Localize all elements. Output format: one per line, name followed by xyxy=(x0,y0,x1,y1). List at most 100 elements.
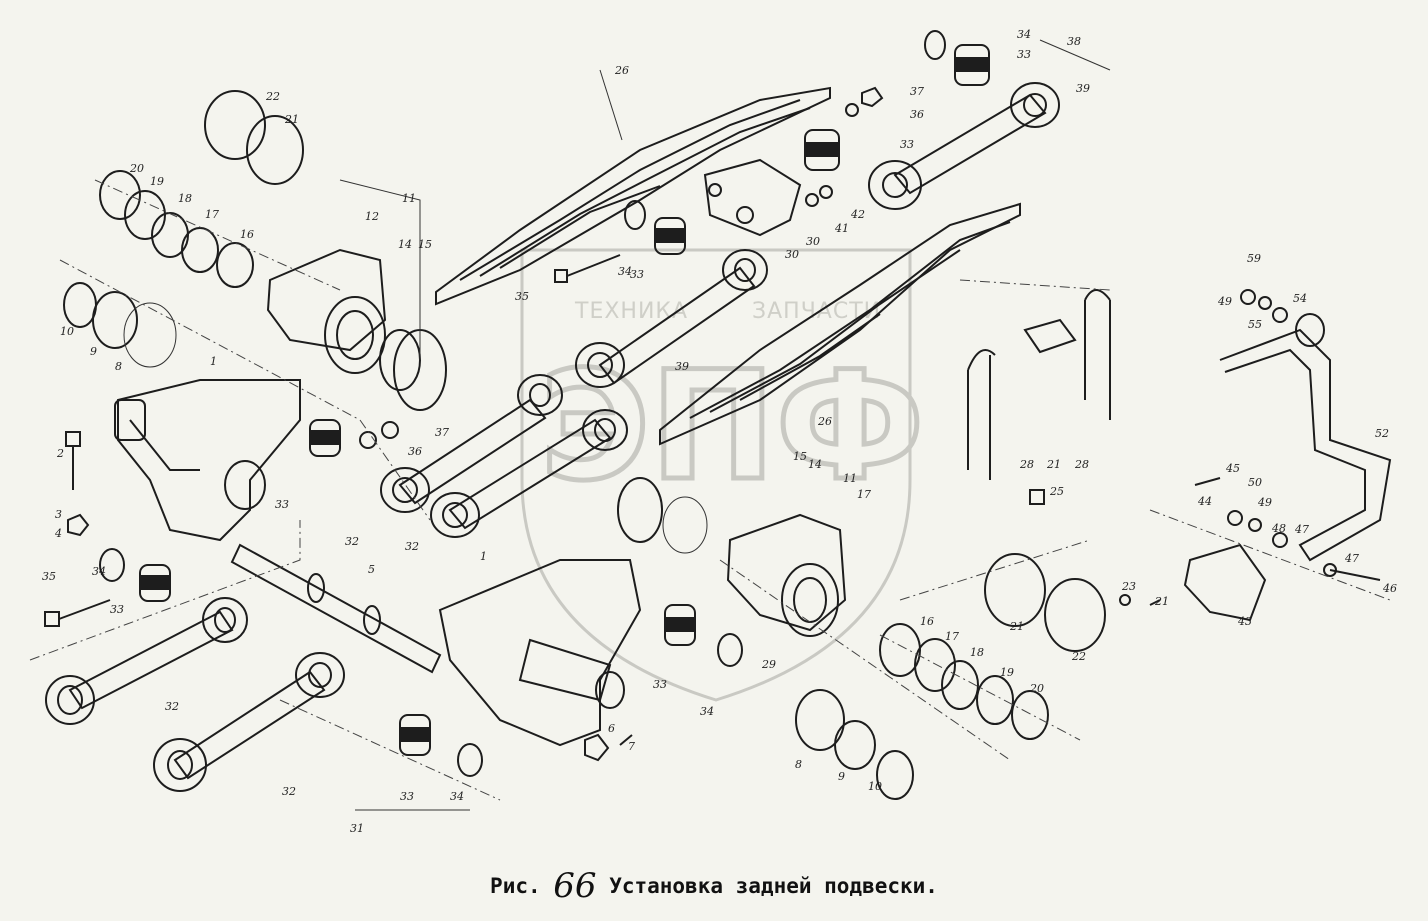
shaft xyxy=(230,543,442,674)
label-33-g: 33 xyxy=(1017,48,1031,61)
label-20-a: 20 xyxy=(129,162,144,175)
label-21-d: 21 xyxy=(1046,458,1061,471)
label-34-c: 34 xyxy=(700,705,714,718)
label-49-a: 49 xyxy=(1257,496,1272,509)
label-55: 55 xyxy=(1248,318,1262,331)
label-35-b: 35 xyxy=(515,290,529,303)
caption-title: Установка задней подвески. xyxy=(609,874,938,898)
label-15-a: 15 xyxy=(418,238,432,251)
label-26-b: 26 xyxy=(817,415,832,428)
label-18-b: 18 xyxy=(970,646,984,659)
label-16-a: 16 xyxy=(240,228,254,241)
bushings xyxy=(139,44,990,756)
label-17-a: 17 xyxy=(205,208,219,221)
label-25: 25 xyxy=(1049,485,1064,498)
label-34-d: 34 xyxy=(618,265,632,278)
label-59: 59 xyxy=(1247,252,1261,265)
bushing-33-e xyxy=(654,217,686,255)
label-28-b: 28 xyxy=(1074,458,1089,471)
label-33-c: 33 xyxy=(653,678,667,691)
reactive-rod-mid-2 xyxy=(430,409,628,538)
label-8-a: 8 xyxy=(115,360,122,373)
label-1-a: 1 xyxy=(210,355,217,368)
label-34-b: 34 xyxy=(450,790,464,803)
label-33-b: 33 xyxy=(275,498,289,511)
label-21-c: 21 xyxy=(1154,595,1169,608)
label-52: 52 xyxy=(1375,427,1389,440)
label-32-c: 32 xyxy=(345,535,359,548)
caption-number: 66 xyxy=(553,866,597,906)
label-10-a: 10 xyxy=(60,325,74,338)
label-14-b: 14 xyxy=(808,458,822,471)
label-41: 41 xyxy=(834,222,849,235)
label-21-a: 21 xyxy=(284,113,299,126)
bushing-33-c xyxy=(664,604,696,646)
reactive-rod-left-2 xyxy=(153,652,345,792)
label-9-a: 9 xyxy=(90,345,97,358)
label-38: 38 xyxy=(1067,35,1081,48)
label-37-a: 37 xyxy=(435,426,449,439)
label-5: 5 xyxy=(368,563,375,576)
bushing-33-a xyxy=(139,564,171,602)
label-47-b: 47 xyxy=(1344,552,1359,565)
bracket-right xyxy=(438,559,642,747)
bracket-left xyxy=(114,379,301,542)
label-33-e: 33 xyxy=(630,268,644,281)
watermark-line2: ЗАПЧАСТИ xyxy=(752,299,881,324)
reactive-rod-mid-3 xyxy=(575,249,768,388)
label-22-b: 22 xyxy=(1071,650,1086,663)
hardware xyxy=(44,86,1381,762)
label-30-b: 30 xyxy=(806,235,820,248)
label-33-a: 33 xyxy=(110,603,124,616)
label-31: 31 xyxy=(350,822,364,835)
rings xyxy=(99,30,946,777)
label-20-b: 20 xyxy=(1029,682,1044,695)
label-2: 2 xyxy=(56,447,64,460)
spring-seat xyxy=(703,158,802,237)
label-39-a: 39 xyxy=(1076,82,1090,95)
label-33-f: 33 xyxy=(900,138,914,151)
label-8-b: 8 xyxy=(795,758,802,771)
label-15-b: 15 xyxy=(793,450,807,463)
leaf-spring-lower xyxy=(659,202,1021,446)
label-17-b: 17 xyxy=(945,630,959,643)
bushing-33-f xyxy=(804,129,840,171)
u-bolts xyxy=(967,289,1111,480)
label-34-e: 34 xyxy=(1017,28,1031,41)
reactive-rod-mid-1 xyxy=(380,374,563,513)
bushing-33-d xyxy=(399,714,431,756)
seal-stack-lower xyxy=(617,477,1106,800)
label-34-a: 34 xyxy=(92,565,106,578)
label-21-b: 21 xyxy=(1009,620,1024,633)
stabilizer-bar xyxy=(1183,313,1392,622)
label-50: 50 xyxy=(1248,476,1262,489)
label-30-a: 30 xyxy=(785,248,799,261)
label-32-a: 32 xyxy=(165,700,179,713)
label-39-b: 39 xyxy=(675,360,689,373)
label-3: 3 xyxy=(55,508,62,521)
label-33-d: 33 xyxy=(400,790,414,803)
label-11-a: 11 xyxy=(402,192,416,205)
label-32-b: 32 xyxy=(282,785,296,798)
label-43: 43 xyxy=(1237,615,1252,628)
label-35-a: 35 xyxy=(42,570,56,583)
bushing-33-b xyxy=(309,419,341,457)
bushing-33-g xyxy=(954,44,990,86)
caption-prefix: Рис. xyxy=(490,874,541,898)
label-4: 4 xyxy=(54,527,62,540)
label-18-a: 18 xyxy=(178,192,192,205)
label-54: 54 xyxy=(1293,292,1307,305)
hub-housing-lower xyxy=(726,513,847,637)
label-46: 46 xyxy=(1382,582,1397,595)
label-12: 12 xyxy=(365,210,379,223)
label-47-a: 47 xyxy=(1294,523,1309,536)
label-19-a: 19 xyxy=(150,175,164,188)
label-36-b: 36 xyxy=(910,108,924,121)
label-45: 45 xyxy=(1225,462,1240,475)
hub-housing-upper xyxy=(266,248,387,374)
label-49-b: 49 xyxy=(1217,295,1232,308)
reactive-rod-left-1 xyxy=(45,597,248,725)
label-14-a: 14 xyxy=(398,238,412,251)
